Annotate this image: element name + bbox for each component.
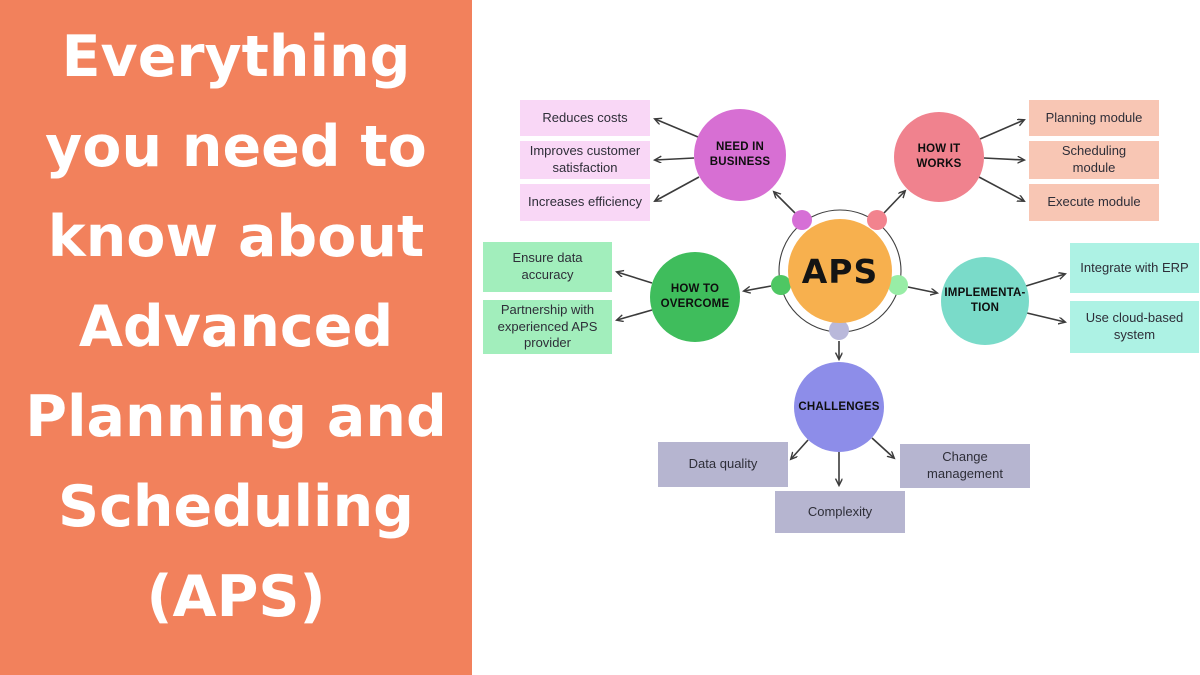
hub-dots bbox=[771, 210, 908, 340]
connector-works-scheduling bbox=[983, 158, 1024, 160]
title-line-7: (APS) bbox=[146, 564, 326, 630]
connector-works-planning bbox=[979, 120, 1024, 140]
hub-dot-need bbox=[792, 210, 812, 230]
title-line-1: Everything bbox=[61, 24, 411, 90]
leaf-data-quality: Data quality bbox=[658, 442, 788, 487]
branch-how-it-works: HOW IT WORKS bbox=[894, 112, 984, 202]
connectors bbox=[617, 119, 1065, 485]
leaf-improves-customer-satisfaction-label: Improves customer satisfaction bbox=[529, 143, 641, 175]
connector-need-increases bbox=[655, 176, 700, 201]
connector-hub-overcome bbox=[744, 285, 772, 291]
connector-works-execute bbox=[978, 176, 1024, 201]
hub-label: APS bbox=[801, 251, 879, 291]
leaf-planning-module: Planning module bbox=[1029, 100, 1159, 136]
leaf-change-management-label: Change management bbox=[927, 449, 1003, 481]
leaf-use-cloud-based-system: Use cloud-based system bbox=[1070, 301, 1199, 353]
connector-hub-works bbox=[883, 191, 905, 214]
hub-dot-works bbox=[867, 210, 887, 230]
branch-overcome-label: HOW TO OVERCOME bbox=[660, 283, 730, 310]
branch-implementation-label: IMPLEMENTA- TION bbox=[944, 287, 1026, 314]
connector-hub-need bbox=[774, 192, 796, 214]
leaf-execute-module: Execute module bbox=[1029, 184, 1159, 221]
connector-need-improves bbox=[655, 158, 695, 160]
title-panel: Everything you need to know about Advanc… bbox=[0, 0, 472, 675]
leaf-partnership-provider-label: Partnership with experienced APS provide… bbox=[497, 302, 598, 351]
leaf-improves-customer-satisfaction: Improves customer satisfaction bbox=[520, 141, 650, 179]
connector-hub-implementation bbox=[907, 286, 937, 293]
leaf-change-management: Change management bbox=[900, 444, 1030, 488]
hub-dot-implementation bbox=[888, 275, 908, 295]
branch-works-label: HOW IT WORKS bbox=[916, 143, 962, 170]
connector-overcome-partnership bbox=[617, 309, 653, 320]
connector-overcome-ensure bbox=[617, 272, 653, 284]
branch-challenges: CHALLENGES bbox=[794, 362, 884, 452]
leaf-complexity: Complexity bbox=[775, 491, 905, 533]
leaf-execute-module-label: Execute module bbox=[1047, 194, 1141, 210]
leaf-ensure-data-accuracy: Ensure data accuracy bbox=[483, 242, 612, 292]
leaf-reduces-costs-label: Reduces costs bbox=[542, 109, 628, 125]
branch-challenges-label: CHALLENGES bbox=[798, 400, 880, 413]
connector-challenges-change bbox=[871, 437, 894, 458]
connector-implementation-cloud bbox=[1026, 312, 1065, 322]
hub-dot-challenges bbox=[829, 320, 849, 340]
title-line-4: Advanced bbox=[78, 294, 394, 360]
title-line-2: you need to bbox=[45, 114, 427, 180]
leaf-planning-module-label: Planning module bbox=[1045, 109, 1143, 125]
title-line-3: know about bbox=[47, 204, 425, 270]
leaf-scheduling-module-label: Scheduling module bbox=[1061, 143, 1127, 175]
leaf-use-cloud-based-system-label: Use cloud-based system bbox=[1085, 310, 1184, 342]
hub-node: APS bbox=[788, 219, 892, 323]
leaf-scheduling-module: Scheduling module bbox=[1029, 141, 1159, 179]
hub-dot-overcome bbox=[771, 275, 791, 295]
title-line-5: Planning and bbox=[25, 384, 447, 450]
leaf-data-quality-label: Data quality bbox=[688, 456, 758, 472]
connector-implementation-integrate bbox=[1025, 274, 1065, 287]
leaf-partnership-provider: Partnership with experienced APS provide… bbox=[483, 300, 612, 354]
branch-implementation: IMPLEMENTA- TION bbox=[941, 257, 1029, 345]
connector-challenges-dataquality bbox=[791, 439, 809, 459]
leaf-increases-efficiency: Increases efficiency bbox=[520, 184, 650, 221]
branch-how-to-overcome: HOW TO OVERCOME bbox=[650, 252, 740, 342]
branch-need-in-business: NEED IN BUSINESS bbox=[694, 109, 786, 201]
branch-need-label: NEED IN BUSINESS bbox=[709, 141, 771, 168]
leaf-integrate-with-erp: Integrate with ERP bbox=[1070, 243, 1199, 293]
leaf-increases-efficiency-label: Increases efficiency bbox=[528, 194, 642, 210]
leaf-reduces-costs: Reduces costs bbox=[520, 100, 650, 136]
title-line-6: Scheduling bbox=[58, 474, 414, 540]
connector-need-reduces bbox=[655, 119, 699, 138]
leaf-integrate-with-erp-label: Integrate with ERP bbox=[1080, 259, 1189, 275]
leaf-ensure-data-accuracy-label: Ensure data accuracy bbox=[512, 250, 583, 282]
leaf-complexity-label: Complexity bbox=[807, 503, 873, 519]
